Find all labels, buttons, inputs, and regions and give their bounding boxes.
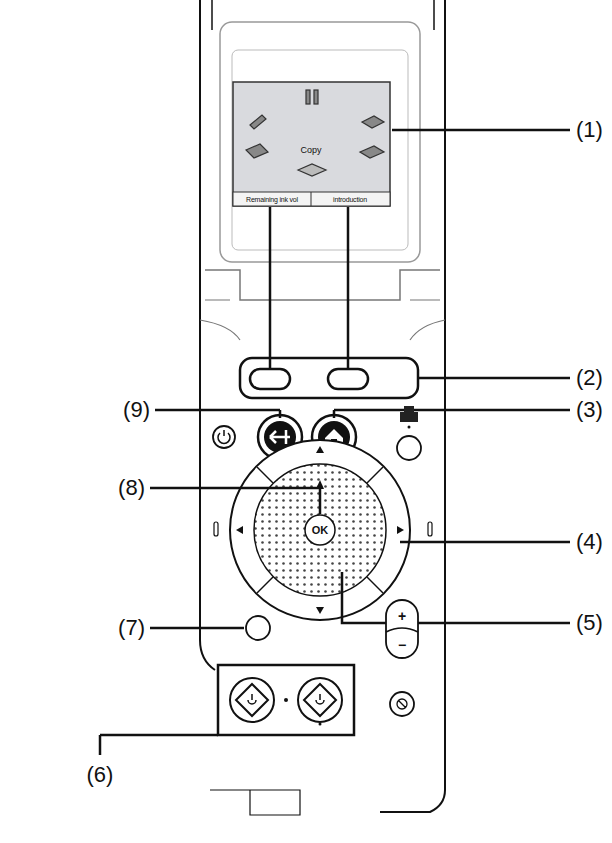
button-label: − [398, 638, 406, 652]
soft-key-label: Remaining ink vol [246, 196, 298, 203]
button-label: + [398, 609, 406, 623]
screen-text: Copy [300, 146, 321, 155]
button-label: OK [312, 525, 329, 536]
callout-number: (4) [576, 531, 603, 553]
callout-number: (7) [118, 617, 145, 639]
callout-number: (6) [87, 764, 114, 786]
callout-number: (1) [576, 119, 603, 141]
callout-number: (8) [118, 477, 145, 499]
callout-number: (5) [576, 612, 603, 634]
soft-key-label: introduction [333, 196, 367, 203]
callout-number: (3) [576, 399, 603, 421]
callout-number: (2) [576, 367, 603, 389]
callout-number: (9) [123, 399, 150, 421]
